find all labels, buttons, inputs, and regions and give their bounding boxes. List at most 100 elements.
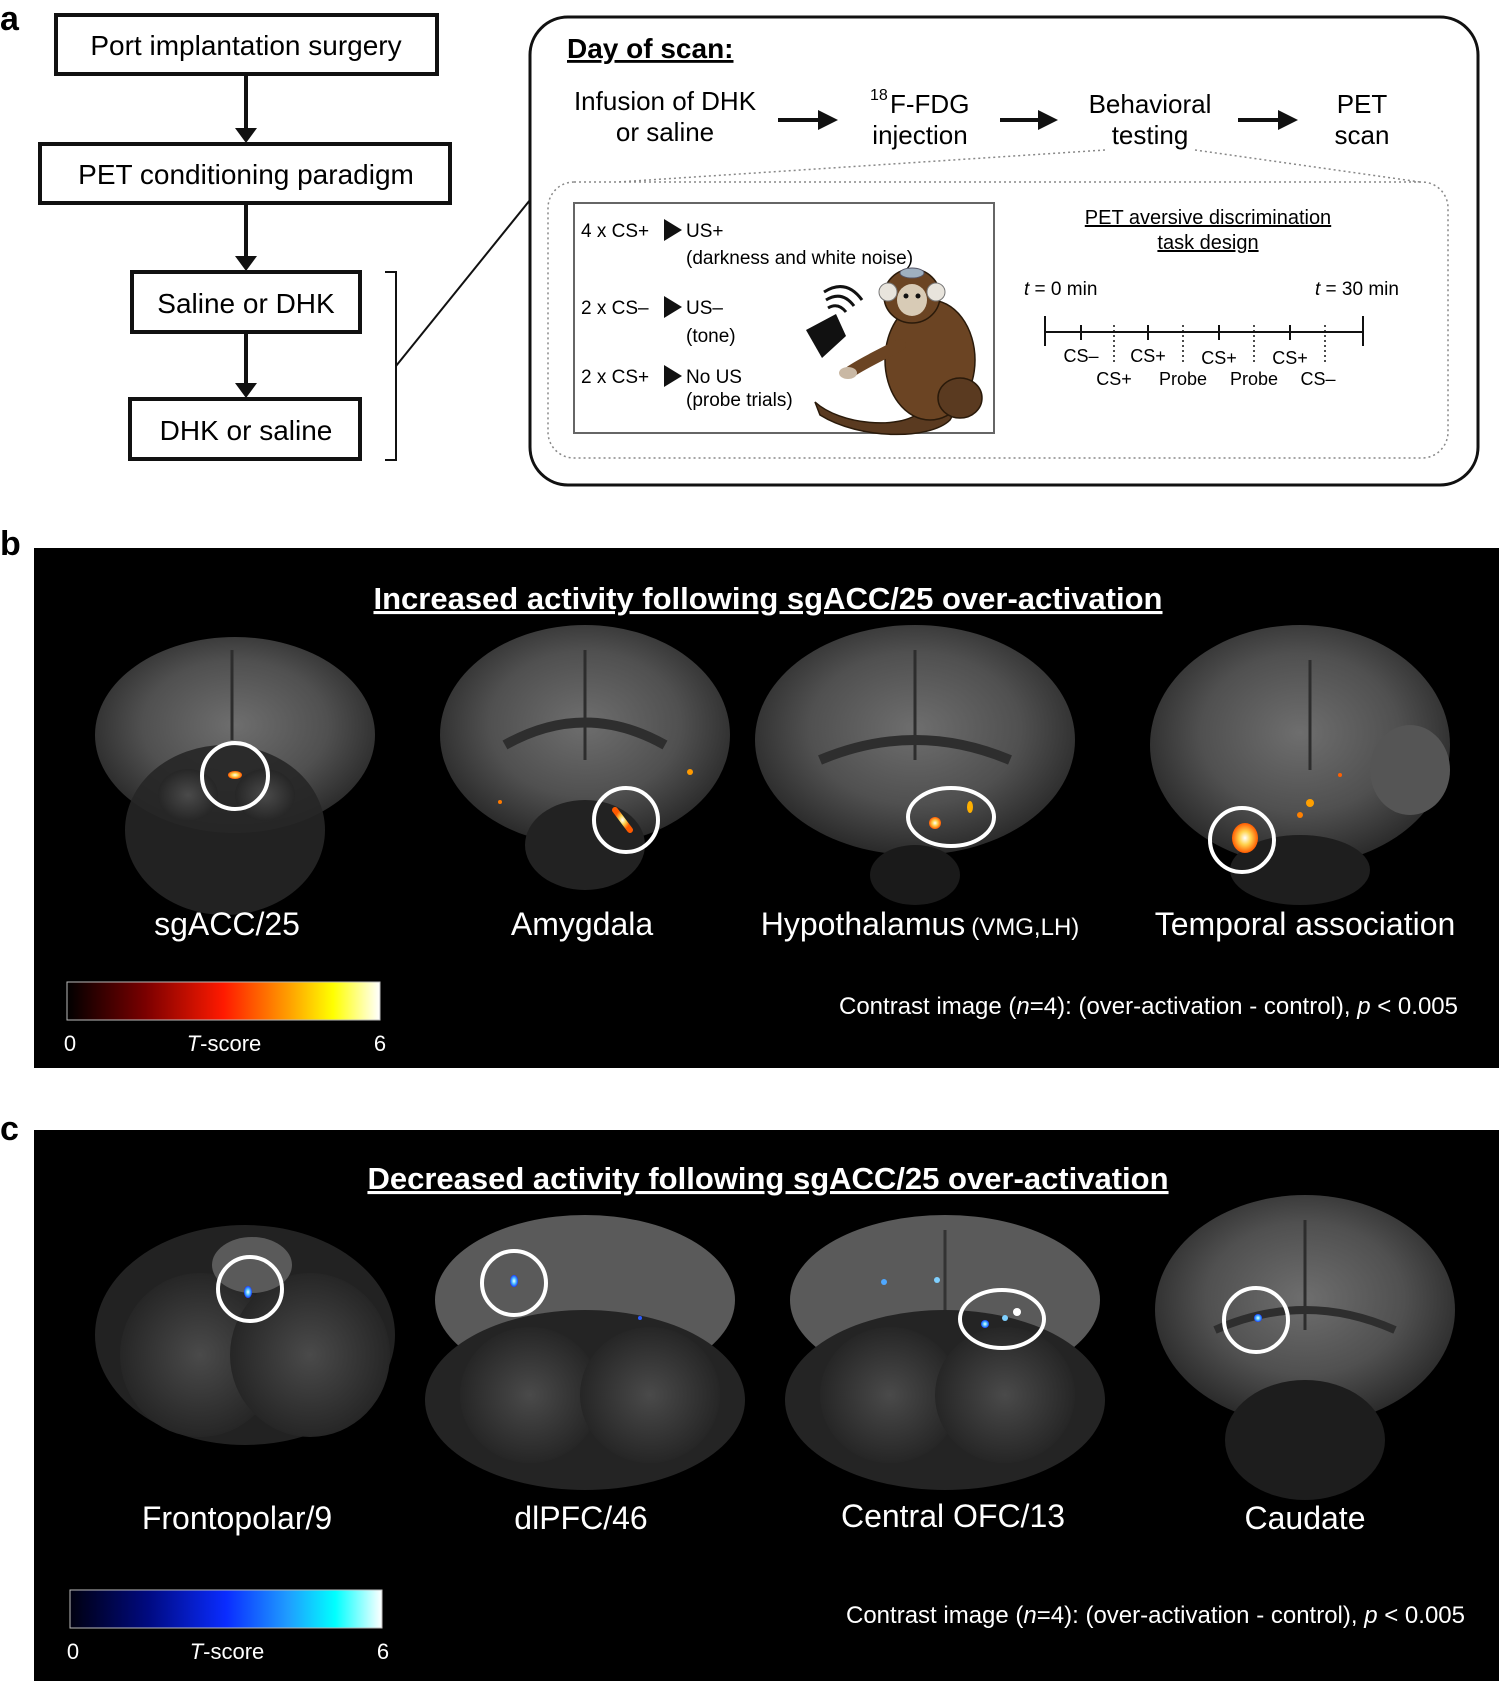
flow-box-3: Saline or DHK (130, 270, 362, 334)
region-label-c1: Frontopolar/9 (142, 1500, 332, 1536)
t-end-label: t = 30 min (1315, 279, 1399, 300)
flow-box-4: DHK or saline (128, 397, 362, 461)
step-pet-scan: PET scan (1335, 89, 1390, 150)
timeline-bottom-4: CS– (1300, 369, 1335, 389)
flow-box-2-label: PET conditioning paradigm (78, 159, 414, 190)
flow-box-2: PET conditioning paradigm (38, 142, 452, 205)
condition-1-cs: 4 x CS+ (581, 221, 649, 242)
marmoset-icon (814, 267, 983, 436)
condition-1: 4 x CS+ US+ (darkness and white noise) (581, 219, 913, 269)
condition-1-arrow-icon (664, 219, 682, 241)
colorbar-c-min: 0 (67, 1639, 79, 1664)
region-label-b4: Temporal association (1155, 906, 1456, 942)
step-behavioral: Behavioral testing (1089, 89, 1212, 150)
region-label-c4: Caudate (1245, 1500, 1366, 1536)
cold-spot (981, 1320, 989, 1328)
cold-spot (1254, 1314, 1262, 1322)
colorbar-c-label: T-score (190, 1639, 265, 1664)
step-pet-line2: scan (1335, 120, 1390, 150)
flow-arrowhead-2 (235, 256, 257, 271)
region-label-b2: Amygdala (511, 906, 654, 942)
cold-spot (510, 1275, 518, 1287)
panel-a-label: a (0, 0, 20, 38)
brain-slice-b1 (95, 637, 375, 915)
condition-3-us: No US (686, 367, 742, 388)
timeline-top-4: CS+ (1272, 348, 1308, 368)
condition-3-cs: 2 x CS+ (581, 367, 649, 388)
roi-circle (906, 786, 996, 848)
condition-2-cs: 2 x CS– (581, 298, 649, 319)
roi-circle (200, 741, 270, 811)
condition-3: 2 x CS+ No US (probe trials) (581, 365, 793, 411)
colorbar-cold (69, 1589, 383, 1629)
timeline-bottom-1: CS+ (1096, 369, 1132, 389)
flow-box-3-label: Saline or DHK (157, 288, 335, 319)
flow-box-1-label: Port implantation surgery (90, 30, 401, 61)
flow-box-1: Port implantation surgery (54, 13, 439, 76)
roi-circle (958, 1288, 1046, 1350)
region-label-b3: Hypothalamus(VMG,LH) (761, 906, 1080, 942)
behavioral-detail-box (547, 181, 1449, 459)
region-label-c3: Central OFC/13 (841, 1498, 1065, 1534)
step-pet-line1: PET (1337, 89, 1388, 119)
colorbar-b-max: 6 (374, 1031, 386, 1056)
speaker-icon (806, 285, 864, 358)
cold-spot (244, 1286, 252, 1298)
flow-box-4-label: DHK or saline (160, 415, 333, 446)
step-arrowhead-3 (1278, 110, 1298, 130)
timeline-top-1: CS– (1063, 346, 1098, 366)
brain-slice-b3 (755, 625, 1075, 905)
hot-spot (1232, 823, 1258, 853)
hot-spot (929, 817, 941, 829)
hot-spot (612, 807, 633, 833)
condition-1-detail: (darkness and white noise) (686, 248, 913, 269)
step-behavioral-line2: testing (1112, 120, 1189, 150)
step-arrowhead-2 (1038, 110, 1058, 130)
panel-b-title: Increased activity following sgACC/25 ov… (373, 581, 1162, 616)
colorbar-b-label: T-score (187, 1031, 262, 1056)
task-title-line2: task design (1157, 232, 1258, 254)
flow-arrowhead-3 (235, 383, 257, 398)
brain-slice-b4 (1150, 625, 1450, 905)
region-label-b1: sgACC/25 (154, 906, 300, 942)
condition-3-detail: (probe trials) (686, 390, 793, 411)
panel-c: c Decreased activity following sgACC/25 … (0, 1110, 1499, 1681)
brain-slice-c1 (95, 1225, 395, 1445)
panel-b-label: b (0, 525, 21, 563)
task-title-line1: PET aversive discrimination (1085, 207, 1331, 229)
roi-circle (1222, 1286, 1290, 1354)
colorbar-c-max: 6 (377, 1639, 389, 1664)
contrast-b: Contrast image (n=4): (over-activation -… (839, 993, 1458, 1020)
step-infusion: Infusion of DHK or saline (574, 86, 757, 147)
panel-a: a Port implantation surgery PET conditio… (0, 0, 1480, 487)
colorbar-b-min: 0 (64, 1031, 76, 1056)
bracket (385, 271, 397, 461)
condition-2-arrow-icon (664, 296, 682, 318)
zoom-line-left (617, 149, 1106, 183)
condition-1-us: US+ (686, 221, 724, 242)
step-fdg: 18 F-FDG injection (870, 87, 969, 150)
step-behavioral-line1: Behavioral (1089, 89, 1212, 119)
timeline-top-3: CS+ (1201, 348, 1237, 368)
day-of-scan-title: Day of scan: (567, 33, 734, 64)
step-fdg-line1: F-FDG (890, 89, 969, 119)
step-arrowhead-1 (818, 110, 838, 130)
region-label-c2: dlPFC/46 (514, 1500, 647, 1536)
step-fdg-sup: 18 (870, 87, 888, 104)
roi-circle (592, 786, 660, 854)
condition-3-arrow-icon (664, 365, 682, 387)
step-fdg-line2: injection (872, 120, 967, 150)
step-infusion-line2: or saline (616, 117, 714, 147)
connector-line (395, 199, 531, 367)
condition-2-us: US– (686, 298, 723, 319)
timeline-bottom-3: Probe (1230, 369, 1278, 389)
t-start-label: t = 0 min (1024, 279, 1097, 300)
roi-circle (1208, 806, 1276, 874)
step-infusion-line1: Infusion of DHK (574, 86, 757, 116)
panel-b: b Increased activity following sgACC/25 … (0, 525, 1499, 1068)
task-timeline (1044, 316, 1364, 362)
timeline-top-2: CS+ (1130, 346, 1166, 366)
colorbar-hot (66, 981, 381, 1021)
panel-c-title: Decreased activity following sgACC/25 ov… (367, 1161, 1168, 1196)
